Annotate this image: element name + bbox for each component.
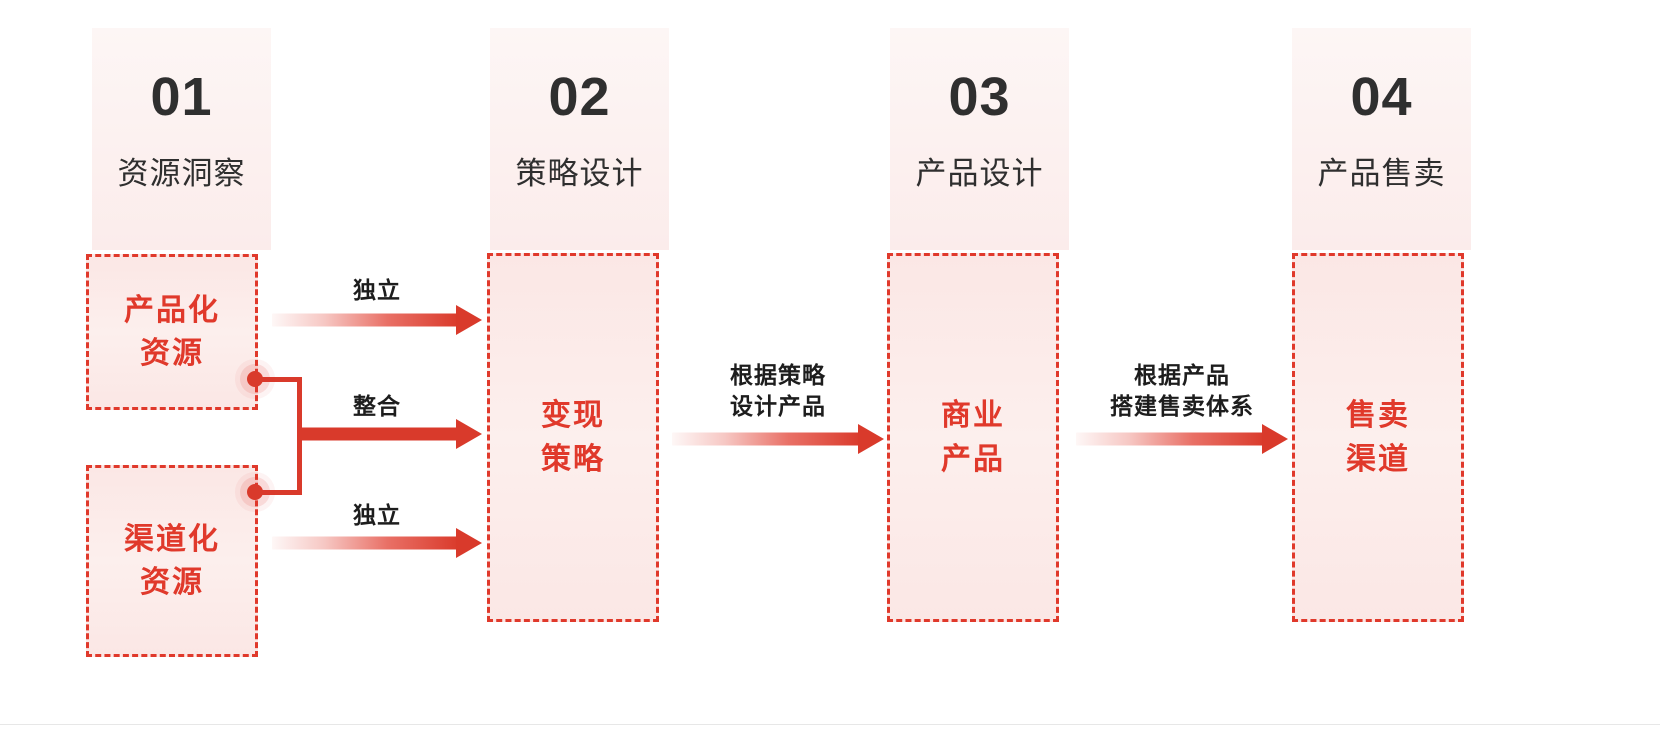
arrow-independent-bottom-head [456,528,482,558]
stage-header-01: 01 资源洞察 [92,28,271,250]
bottom-divider [0,724,1660,725]
bracket-top-segment [255,377,302,382]
arrow-independent-top-shaft [272,313,458,327]
box-commercial-product[interactable]: 商业 产品 [887,253,1059,622]
arrow-strategy-to-product [672,424,884,454]
bracket-bottom-segment [255,490,302,495]
connector-dot-productized [247,371,263,387]
arrow-product-to-sales-caption: 根据产品 搭建售卖体系 [1110,362,1254,420]
box-productized-resource-label: 产品化 资源 [124,293,220,371]
arrow-strategy-to-product-head [858,424,884,454]
arrow-integrate-caption: 整合 [353,393,401,419]
stage-band-02 [490,28,669,250]
bracket-vertical-spine [297,377,302,495]
stage-number-01: 01 [150,67,213,127]
box-monetization-strategy-label: 变现 策略 [541,399,605,476]
arrow-independent-top-caption: 独立 [353,277,401,303]
arrow-independent-bottom-shaft [272,536,458,550]
arrow-independent-top-head [456,305,482,335]
arrow-independent-top [272,305,482,335]
arrow-product-to-sales-head [1262,424,1288,454]
box-commercial-product-label: 商业 产品 [941,399,1005,476]
arrow-integrate-shaft [300,427,458,441]
stage-band-04 [1292,28,1471,250]
arrow-strategy-to-product-caption: 根据策略 设计产品 [730,362,826,420]
stage-header-02: 02 策略设计 [490,28,669,250]
stage-number-03: 03 [948,67,1011,127]
stage-header-04: 04 产品售卖 [1292,28,1471,250]
box-sales-channel[interactable]: 售卖 渠道 [1292,253,1464,622]
box-channel-resource-label: 渠道化 资源 [124,522,220,600]
arrow-integrate-head [456,419,482,449]
box-monetization-strategy[interactable]: 变现 策略 [487,253,659,622]
arrow-independent-bottom-caption: 独立 [353,502,401,528]
box-sales-channel-label: 售卖 渠道 [1346,399,1410,476]
stage-band-03 [890,28,1069,250]
stage-band-01 [92,28,271,250]
stage-number-02: 02 [548,67,611,127]
stage-label-03: 产品设计 [915,156,1044,191]
connector-dot-channel [247,484,263,500]
stage-label-01: 资源洞察 [117,156,246,191]
stage-number-04: 04 [1350,67,1413,127]
merge-bracket-connector [247,370,310,502]
stage-label-02: 策略设计 [515,156,644,191]
arrow-independent-bottom [272,528,482,558]
arrow-product-to-sales [1076,424,1288,454]
arrow-strategy-to-product-shaft [672,432,860,446]
box-productized-resource[interactable]: 产品化 资源 [86,254,258,410]
arrow-product-to-sales-shaft [1076,432,1264,446]
arrow-integrate [300,419,482,449]
box-channel-resource[interactable]: 渠道化 资源 [86,465,258,657]
stage-header-03: 03 产品设计 [890,28,1069,250]
stage-label-04: 产品售卖 [1317,156,1446,191]
